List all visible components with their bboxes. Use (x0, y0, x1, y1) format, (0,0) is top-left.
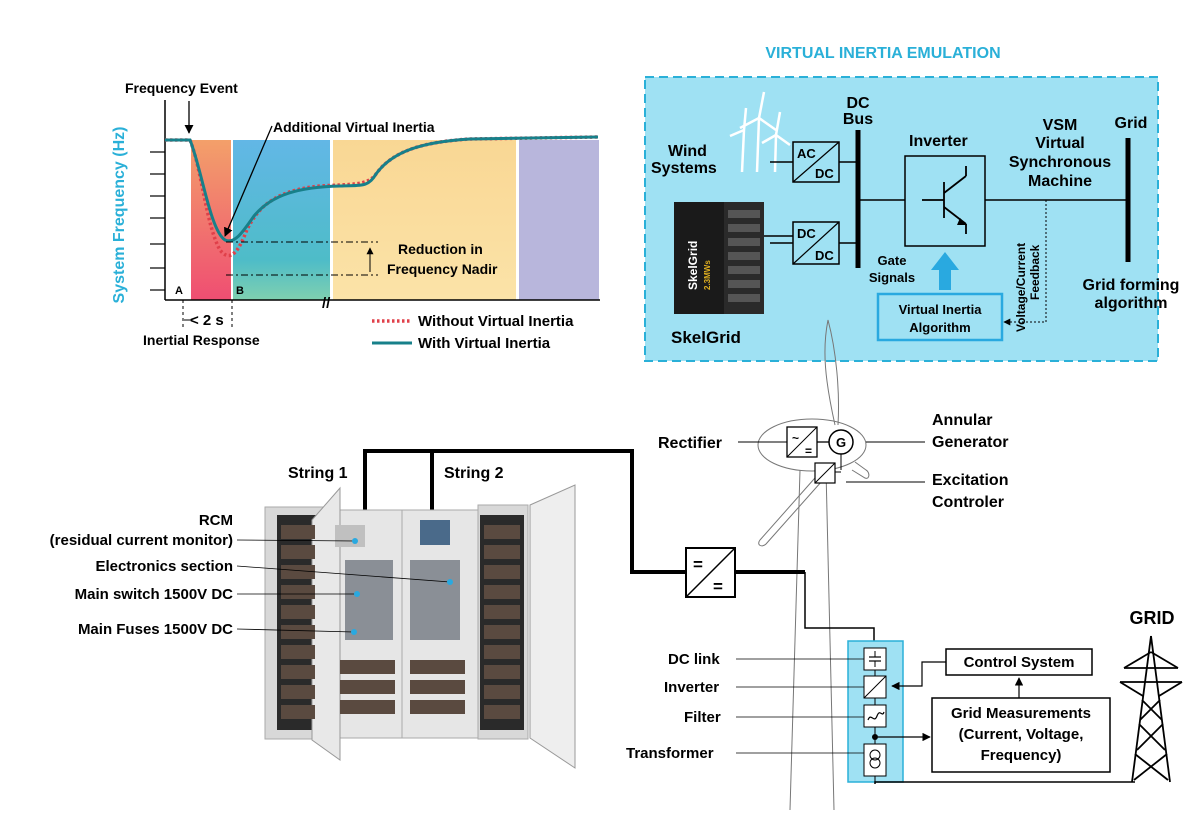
zone-b (233, 140, 330, 300)
marker-a: A (175, 285, 183, 297)
main-switch-label: Main switch 1500V DC (75, 586, 234, 603)
nadir-label-1: Reduction in (398, 241, 483, 257)
wind-systems-label-1: Wind (668, 143, 707, 160)
grid-forming-label-2: algorithm (1095, 295, 1168, 312)
vsm-label-3: Synchronous (1009, 154, 1111, 171)
algorithm-label-2: Algorithm (909, 320, 970, 335)
y-ticks (150, 151, 165, 291)
control-system-box (945, 648, 1093, 676)
dc-bus-label-2: Bus (843, 111, 873, 128)
vsm-label-2: Virtual (1035, 135, 1085, 152)
transformer-label: Transformer (626, 745, 714, 762)
nadir-label-2: Frequency Nadir (387, 261, 498, 277)
inverter-chain-label: Inverter (664, 679, 719, 696)
gate-label-2: Signals (869, 270, 915, 285)
gate-signal-arrow (931, 252, 959, 290)
svg-text:~: ~ (792, 431, 799, 445)
acdc-bottom-label: DC (815, 166, 834, 181)
rectifier-block: ~ = (786, 426, 818, 458)
marker-b: B (236, 285, 244, 297)
acdc-top-label: AC (797, 146, 816, 161)
legend-label-with: With Virtual Inertia (418, 335, 551, 352)
inverter-block (904, 155, 986, 247)
cabinet-callouts: RCM (residual current monitor) Electroni… (50, 512, 453, 638)
frequency-event-label: Frequency Event (125, 80, 238, 96)
cabinet-rating: 2.3MWs (703, 260, 712, 290)
y-axis-label: System Frequency (Hz) (111, 127, 128, 304)
time-label: < 2 s (190, 312, 224, 329)
transmission-tower-icon (1119, 635, 1183, 783)
electronics-label: Electronics section (95, 558, 233, 575)
inverter-label: Inverter (909, 133, 968, 150)
zone-d (519, 140, 599, 300)
annular-label-2: Generator (932, 434, 1008, 451)
dc-converter-block: = = (685, 547, 736, 598)
wind-turbine-icon (729, 91, 791, 173)
svg-text:=: = (805, 444, 812, 458)
legend-label-without: Without Virtual Inertia (418, 313, 574, 330)
frequency-chart: // System Frequency (Hz) Frequency Event… (111, 80, 600, 352)
rectifier-label: Rectifier (658, 435, 722, 452)
grid-tower-label: GRID (1130, 608, 1175, 628)
main-fuses-label: Main Fuses 1500V DC (78, 621, 233, 638)
vsm-label-1: VSM (1043, 117, 1078, 134)
skelgrid-label: SkelGrid (671, 328, 741, 347)
svg-text:=: = (693, 555, 703, 574)
conversion-chain (847, 640, 904, 784)
wind-systems-label-2: Systems (651, 160, 717, 177)
battery-cabinet-photo (264, 484, 576, 769)
excitation-label-1: Excitation (932, 472, 1008, 489)
vie-title: VIRTUAL INERTIA EMULATION (765, 45, 1000, 62)
virtual-inertia-algorithm-box (876, 292, 1004, 342)
control-system-label: Control System (964, 654, 1075, 671)
feedback-label-2: Feedback (1028, 244, 1042, 300)
annular-label-1: Annular (932, 412, 992, 429)
grid-label: Grid (1115, 115, 1148, 132)
excitation-label-2: Controler (932, 494, 1004, 511)
filter-label: Filter (684, 709, 721, 726)
axis-break: // (322, 295, 331, 312)
string-1-label: String 1 (288, 465, 348, 482)
grid-measurements-label-3: Frequency) (981, 747, 1062, 764)
grid-measurements-label-2: (Current, Voltage, (959, 726, 1084, 743)
gate-label-1: Gate (878, 253, 907, 268)
inertial-response-label: Inertial Response (143, 332, 260, 348)
grid-measurements-box (931, 697, 1111, 773)
conversion-chain-labels: DC link Inverter Filter Transformer (626, 651, 864, 762)
vsm-label-4: Machine (1028, 173, 1092, 190)
additional-inertia-label: Additional Virtual Inertia (273, 119, 435, 135)
cabinet-brand: SkelGrid (686, 241, 700, 290)
dc-bus-label-1: DC (846, 95, 870, 112)
svg-text:=: = (713, 577, 723, 596)
zone-c (333, 140, 516, 300)
virtual-inertia-panel: VIRTUAL INERTIA EMULATION Wind Systems A… (644, 45, 1180, 362)
string-2-label: String 2 (444, 465, 504, 482)
skelgrid-cabinet-image: SkelGrid 2.3MWs (674, 202, 764, 314)
dc-link-label: DC link (668, 651, 720, 668)
curve-with-virtual-inertia (165, 135, 599, 243)
feedback-label-1: Voltage/Current (1014, 243, 1028, 332)
generator-letter: G (836, 435, 846, 450)
grid-forming-label-1: Grid forming (1083, 277, 1180, 294)
dcdc-top-label: DC (797, 226, 816, 241)
algorithm-label-1: Virtual Inertia (899, 302, 983, 317)
rcm-label-2: (residual current monitor) (50, 532, 233, 549)
dcdc-bottom-label: DC (815, 248, 834, 263)
grid-measurements-label-1: Grid Measurements (951, 705, 1091, 722)
rcm-label-1: RCM (199, 512, 233, 529)
